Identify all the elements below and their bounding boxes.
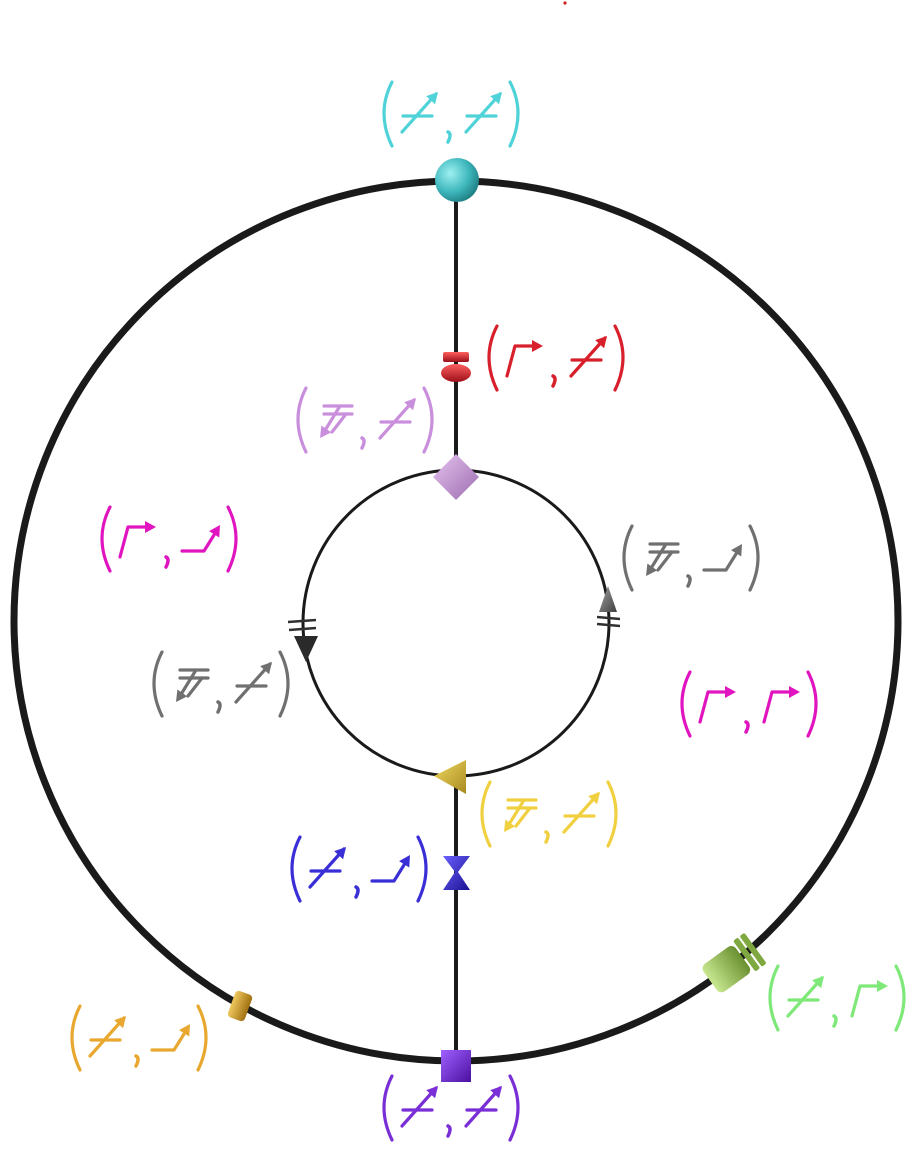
comma-separator <box>446 1124 452 1138</box>
corner-arrow-icon <box>118 521 156 559</box>
left-paren <box>296 386 308 454</box>
cross-arrow-icon <box>464 92 502 134</box>
left-paren <box>70 1004 82 1072</box>
cross-arrow-icon <box>400 92 438 134</box>
left-paren <box>622 524 634 592</box>
left-paren <box>487 324 499 392</box>
left-paren <box>680 670 692 738</box>
cross-arrow-icon <box>562 792 600 834</box>
barred-down-arrow-icon <box>176 668 210 702</box>
barred-down-arrow-icon <box>646 542 680 576</box>
label-upper-left-face <box>100 505 238 573</box>
right-paren <box>806 670 818 738</box>
comma-separator <box>446 130 452 144</box>
right-paren <box>508 80 520 148</box>
comma-separator <box>686 574 692 588</box>
corner-arrow-icon <box>505 340 543 378</box>
corner-arrow-icon <box>698 686 736 724</box>
comma-separator <box>744 720 750 734</box>
top-red-dot <box>563 1 567 5</box>
left-paren <box>290 835 302 903</box>
label-right-face <box>680 670 818 738</box>
bottom-node-square[interactable] <box>441 1050 471 1082</box>
cross-arrow-icon <box>400 1086 438 1128</box>
barred-down-arrow-icon <box>504 798 538 832</box>
cross-arrow-icon <box>378 398 416 440</box>
inner-right-edge-marker[interactable] <box>596 586 621 628</box>
comma-separator <box>134 1054 140 1068</box>
yellow-node-triangle[interactable] <box>434 760 466 794</box>
left-paren <box>382 80 394 148</box>
orange-edge-marker[interactable] <box>227 990 253 1022</box>
cross-arrow-icon <box>464 1086 502 1128</box>
right-paren <box>416 835 428 903</box>
top-node-sphere[interactable] <box>435 158 479 202</box>
lilac-node-diamond[interactable] <box>433 454 479 500</box>
corner-arrow-icon <box>762 686 800 724</box>
inner-left-edge-marker[interactable] <box>287 618 318 662</box>
cross-arrow-icon <box>88 1016 126 1058</box>
comma-separator <box>551 374 557 388</box>
comma-separator <box>832 1014 838 1028</box>
left-paren <box>152 650 164 718</box>
comma-separator <box>354 885 360 899</box>
comma-separator <box>216 700 222 714</box>
step-arrow-icon <box>370 855 410 883</box>
left-paren <box>768 964 780 1032</box>
right-paren <box>278 650 290 718</box>
comma-separator <box>544 830 550 844</box>
label-inner-left <box>152 650 290 718</box>
label-layer <box>70 80 906 1142</box>
label-orange-edge <box>70 1004 208 1072</box>
right-paren <box>613 324 625 392</box>
step-arrow-icon <box>702 544 742 572</box>
comma-separator <box>164 555 170 569</box>
blue-edge-bowtie[interactable] <box>443 856 470 890</box>
right-paren <box>894 964 906 1032</box>
left-paren <box>480 780 492 848</box>
label-green-edge <box>768 964 906 1032</box>
step-arrow-icon <box>150 1024 190 1052</box>
corner-arrow-icon <box>850 980 888 1018</box>
right-paren <box>606 780 618 848</box>
label-lilac-node <box>296 386 434 454</box>
left-paren <box>100 505 112 573</box>
step-arrow-icon <box>180 525 220 553</box>
right-paren <box>748 524 760 592</box>
right-paren <box>226 505 238 573</box>
cross-arrow-icon <box>234 662 272 704</box>
label-red-edge <box>487 324 625 392</box>
left-paren <box>382 1074 394 1142</box>
label-top-node <box>382 80 520 148</box>
label-inner-right <box>622 524 760 592</box>
red-edge-marker[interactable] <box>441 352 471 382</box>
label-yellow-node <box>480 780 618 848</box>
barred-down-arrow-icon <box>320 404 354 438</box>
cross-arrow-icon <box>569 336 607 378</box>
right-paren <box>508 1074 520 1142</box>
right-paren <box>422 386 434 454</box>
cross-arrow-icon <box>308 847 346 889</box>
label-blue-edge <box>290 835 428 903</box>
green-edge-marker[interactable] <box>699 933 767 997</box>
cross-arrow-icon <box>786 976 824 1018</box>
label-bottom-node <box>382 1074 520 1142</box>
inner-ring <box>301 468 611 778</box>
comma-separator <box>360 436 366 450</box>
right-paren <box>196 1004 208 1072</box>
